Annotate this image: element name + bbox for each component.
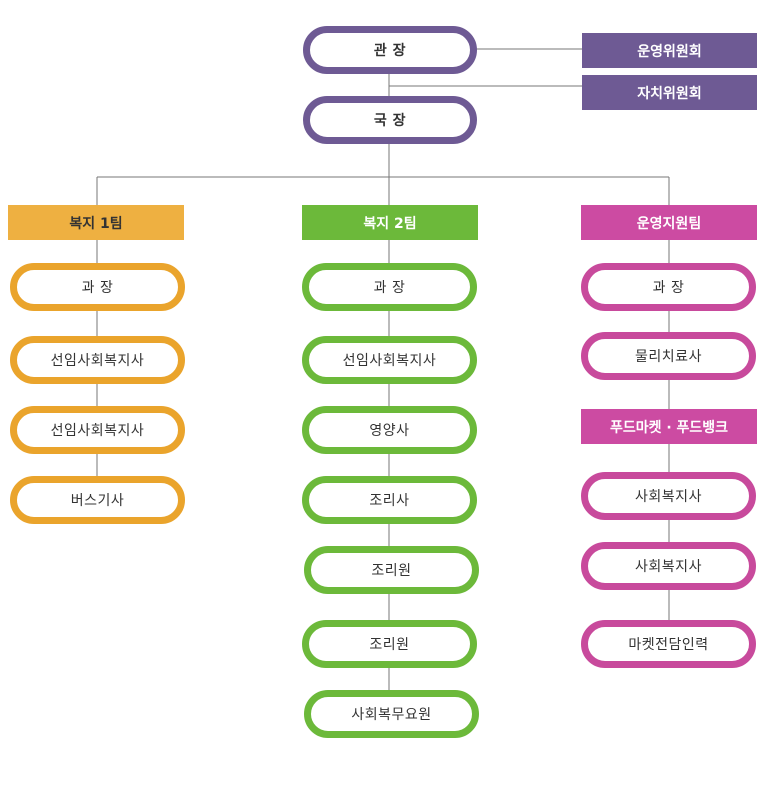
team1-member: 선임사회복지사 (10, 406, 185, 454)
team2-member: 사회복무요원 (304, 690, 479, 738)
team3-member: 사회복지사 (581, 472, 756, 520)
team3-member: 사회복지사 (581, 542, 756, 590)
team2-member: 영양사 (302, 406, 477, 454)
team2-member: 조리원 (302, 620, 477, 668)
team1-member: 선임사회복지사 (10, 336, 185, 384)
team2-member: 조리원 (304, 546, 479, 594)
director-node: 관 장 (303, 26, 477, 74)
team3-member: 과 장 (581, 263, 756, 311)
food-market-bank-header: 푸드마켓 · 푸드뱅크 (581, 409, 757, 444)
team2-member: 과 장 (302, 263, 477, 311)
operation-committee-box: 운영위원회 (582, 33, 757, 68)
team1-member: 과 장 (10, 263, 185, 311)
team1-header: 복지 1팀 (8, 205, 184, 240)
team2-header: 복지 2팀 (302, 205, 478, 240)
autonomy-committee-box: 자치위원회 (582, 75, 757, 110)
chief-node: 국 장 (303, 96, 477, 144)
team1-member: 버스기사 (10, 476, 185, 524)
team2-member: 선임사회복지사 (302, 336, 477, 384)
team3-header: 운영지원팀 (581, 205, 757, 240)
team3-member: 마켓전담인력 (581, 620, 756, 668)
team2-member: 조리사 (302, 476, 477, 524)
team3-member: 물리치료사 (581, 332, 756, 380)
